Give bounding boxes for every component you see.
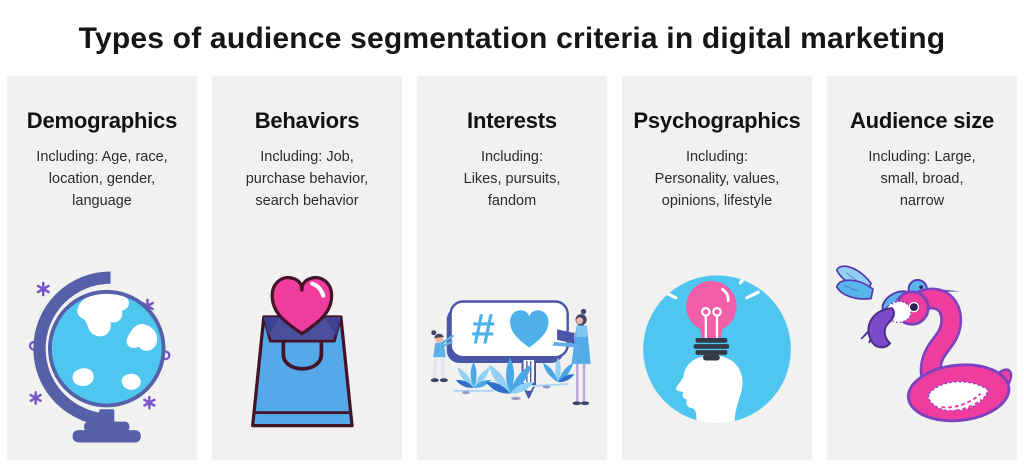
card-description: Including: Personality, values, opinions…	[654, 149, 780, 209]
hummingbird-flamingo-icon	[829, 249, 1015, 449]
globe-icon	[12, 252, 192, 451]
card-heading: Demographics	[26, 108, 178, 133]
card-heading: Interests	[467, 108, 557, 133]
svg-text:#: #	[471, 306, 495, 353]
card-demographics: Demographics Including: Age, race, locat…	[7, 76, 197, 460]
card-interests: Interests Including: Likes, pursuits, fa…	[417, 76, 607, 460]
social-post-likes-icon: #	[416, 263, 608, 436]
card-description: Including: Age, race, location, gender, …	[36, 149, 168, 209]
cards-row: Demographics Including: Age, race, locat…	[0, 76, 1024, 460]
card-behaviors: Behaviors Including: Job, purchase behav…	[212, 76, 402, 460]
card-description: Including: Large, small, broad, narrow	[868, 149, 976, 209]
card-psychographics: Psychographics Including: Personality, v…	[622, 76, 812, 460]
infographic-title: Types of audience segmentation criteria …	[78, 22, 946, 55]
card-heading: Psychographics	[633, 108, 801, 133]
card-heading: Audience size	[849, 108, 995, 133]
head-lightbulb-icon	[628, 252, 806, 439]
card-description: Including: Job, purchase behavior, searc…	[245, 149, 369, 209]
card-heading: Behaviors	[254, 108, 360, 133]
shopping-bag-heart-icon	[221, 252, 393, 447]
card-description: Including: Likes, pursuits, fandom	[463, 149, 561, 209]
card-audience-size: Audience size Including: Large, small, b…	[827, 76, 1017, 460]
